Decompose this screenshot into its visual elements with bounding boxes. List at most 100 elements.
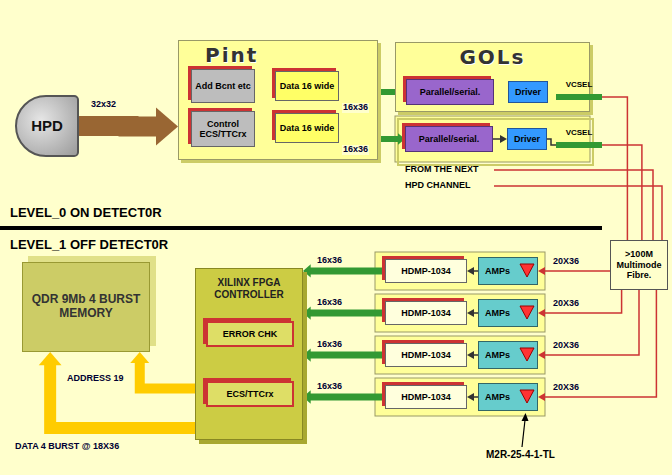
connector xyxy=(303,264,385,277)
node-text: AMPs xyxy=(485,350,510,360)
gol-box xyxy=(395,116,590,162)
connector xyxy=(467,393,478,401)
connector xyxy=(130,352,195,388)
connector xyxy=(493,135,507,143)
serializer-box: Parallel/serial. xyxy=(405,126,493,152)
receiver-board xyxy=(375,336,545,374)
connector-line xyxy=(310,310,385,317)
node-text: AMPs xyxy=(485,392,510,402)
receiver-chip: HDMP-1034 xyxy=(385,301,467,325)
receiver-chip: HDMP-1034 xyxy=(385,385,467,409)
connector xyxy=(303,390,385,403)
arrowhead xyxy=(303,348,311,361)
arrowhead xyxy=(467,309,474,317)
gol-box-shadow xyxy=(398,119,593,165)
leader-line xyxy=(522,420,525,447)
connector xyxy=(79,107,178,145)
process-box: Control ECS/TTCrx xyxy=(191,111,255,147)
connector xyxy=(467,267,478,275)
driver-box: Driver xyxy=(507,128,547,150)
level-divider xyxy=(0,226,602,230)
node-text: Add Bcnt etc xyxy=(195,81,251,91)
edge-label: 16x36 xyxy=(342,103,369,113)
amplifier-symbol xyxy=(520,348,534,361)
node-text: AMPs xyxy=(485,266,510,276)
connector xyxy=(538,290,639,359)
connector-line xyxy=(140,361,195,388)
arrowhead xyxy=(303,264,311,277)
receiver-board xyxy=(375,252,545,290)
connector-line xyxy=(544,290,639,355)
arrowhead xyxy=(538,393,545,401)
connector-line xyxy=(50,363,195,428)
connector xyxy=(538,290,622,317)
arrowhead xyxy=(467,393,474,401)
amplifier-box: AMPs xyxy=(478,299,538,327)
serializer-box: Parallel/serial. xyxy=(406,79,494,105)
connector-line xyxy=(544,290,622,313)
fpga-block: XILINX FPGA CONTROLLER ERROR CHK ECS/TTCrx xyxy=(195,268,303,440)
connector xyxy=(547,139,556,145)
node-text: VCSEL xyxy=(566,80,593,89)
node-text: HDMP-1034 xyxy=(401,350,451,360)
node-text: Driver xyxy=(515,87,541,97)
node-text: GOLs xyxy=(459,45,525,69)
connector xyxy=(303,306,385,319)
node-text: Parallel/serial. xyxy=(420,87,481,97)
connector-line xyxy=(310,352,385,359)
data-box: Data 16 wide xyxy=(275,71,339,101)
arrowhead xyxy=(39,352,62,365)
vcsel-bar: VCSEL xyxy=(556,128,602,148)
node-text: VCSEL xyxy=(566,128,593,137)
detector-shape: HPD xyxy=(15,95,79,157)
driver-box: Driver xyxy=(508,81,548,103)
amplifier-symbol xyxy=(520,306,534,319)
connector-line xyxy=(79,116,159,136)
source-note: HPD CHANNEL xyxy=(405,181,471,191)
connector-line xyxy=(544,270,610,272)
node-text: ECS/TTCrx xyxy=(226,389,273,399)
node-text: Pint xyxy=(205,43,258,67)
arrowhead xyxy=(398,133,405,144)
vcsel-bar: VCSEL xyxy=(556,80,602,100)
receiver-chip: HDMP-1034 xyxy=(385,343,467,367)
connector xyxy=(303,348,385,361)
node-text: >100M Multimode Fibre. xyxy=(613,249,665,280)
leader-arrowhead xyxy=(522,413,529,421)
edge-label: DATA 4 BURST @ 18X36 xyxy=(14,442,120,452)
edge-label: 20X36 xyxy=(552,257,580,267)
node-text: Data 16 wide xyxy=(280,81,335,91)
arrowhead xyxy=(538,351,545,359)
connector-line xyxy=(310,267,385,274)
node-text: HDMP-1034 xyxy=(401,308,451,318)
node-text: XILINX FPGA CONTROLLER xyxy=(196,277,302,300)
fibre-line xyxy=(494,170,653,240)
process-box: Add Bcnt etc xyxy=(191,69,255,103)
node-text: ERROR CHK xyxy=(223,329,278,339)
node-text: HDMP-1034 xyxy=(401,266,451,276)
connector xyxy=(467,309,478,317)
level-label: LEVEL_0 ON DETECT0R xyxy=(10,206,162,220)
arrowhead xyxy=(467,351,474,359)
connector-line xyxy=(602,145,642,240)
arrowhead xyxy=(500,135,507,143)
gol-board: GOLsParallel/serial. Driver xyxy=(395,42,590,112)
edge-label: 20X36 xyxy=(552,341,580,351)
receiver-board xyxy=(375,378,545,416)
amplifier-box: AMPs xyxy=(478,383,538,411)
connector xyxy=(39,352,195,428)
edge-label: ADDRESS 19 xyxy=(66,374,125,384)
edge-label: 20X36 xyxy=(552,299,580,309)
level-label: LEVEL_1 OFF DETECT0R xyxy=(10,238,168,252)
arrowhead xyxy=(303,390,311,403)
pint-board: PintAdd Bcnt etcControl ECS/TTCrx Data 16… xyxy=(178,40,378,160)
function-box: ERROR CHK xyxy=(206,321,294,347)
fibre-box: >100M Multimode Fibre. xyxy=(610,240,668,290)
node-text: QDR 9Mb 4 BURST MEMORY xyxy=(29,293,143,321)
part-number: M2R-25-4-1-TL xyxy=(486,449,555,460)
connector-line xyxy=(602,97,627,240)
connector-line xyxy=(493,138,501,140)
node-text: Data 16 wide xyxy=(280,123,335,133)
connector xyxy=(538,290,656,401)
connector-line xyxy=(310,394,385,401)
